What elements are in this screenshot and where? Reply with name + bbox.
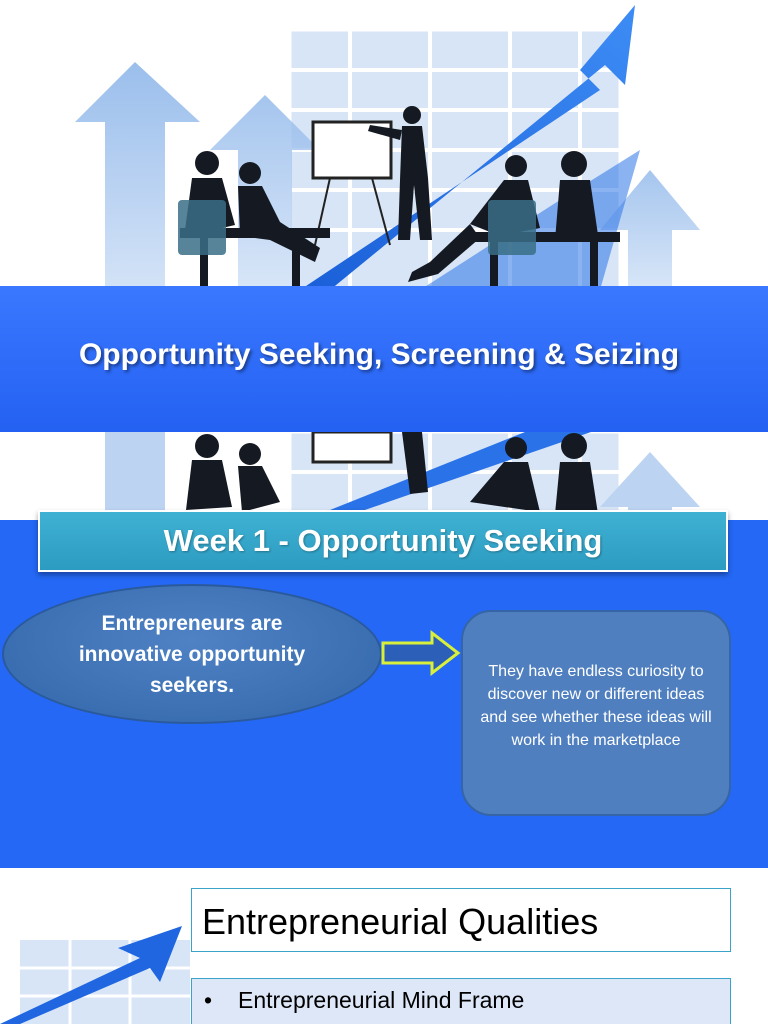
week1-slide: Week 1 - Opportunity Seeking Entrepreneu…	[0, 432, 768, 868]
list-item-text: Entrepreneurial Mind Frame	[238, 987, 525, 1013]
business-meeting-illustration	[105, 432, 700, 522]
qualities-list: • Entrepreneurial Mind Frame	[191, 978, 731, 1024]
title-band	[0, 286, 768, 432]
curiosity-box: They have endless curiosity to discover …	[461, 610, 731, 816]
title-slide: Opportunity Seeking, Screening & Seizing	[0, 0, 768, 432]
entrepreneurs-oval: Entrepreneurs are innovative opportunity…	[2, 584, 382, 724]
qualities-title: Entrepreneurial Qualities	[191, 888, 731, 952]
presentation-title: Opportunity Seeking, Screening & Seizing	[78, 338, 680, 371]
bullet-icon: •	[204, 987, 213, 1013]
business-meeting-illustration	[75, 5, 700, 292]
list-item: • Entrepreneurial Mind Frame	[204, 987, 730, 1014]
business-meeting-illustration	[0, 926, 190, 1024]
qualities-slide: Entrepreneurial Qualities • Entrepreneur…	[0, 868, 768, 1024]
week-banner: Week 1 - Opportunity Seeking	[38, 510, 728, 572]
right-arrow-icon	[381, 630, 461, 676]
